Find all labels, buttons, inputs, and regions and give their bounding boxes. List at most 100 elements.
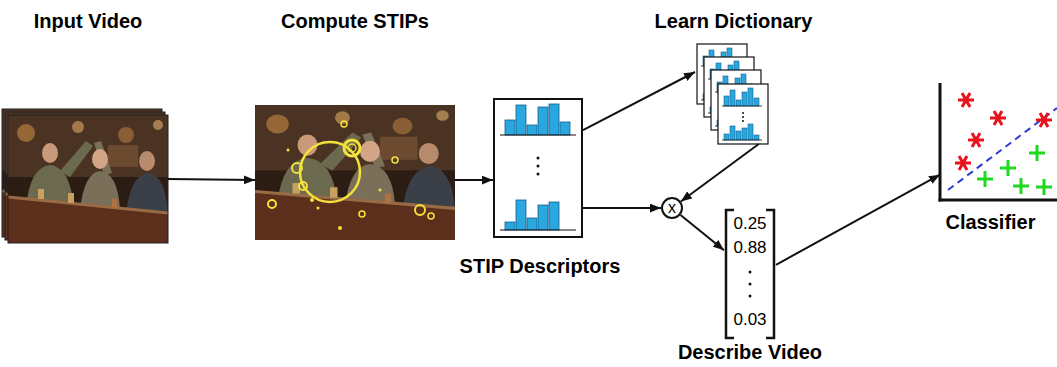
descriptor-histograms	[500, 104, 576, 230]
classifier-plot	[1036, 113, 1052, 127]
text-holder: x	[668, 199, 676, 217]
feature-vector: 0.250.880.03Describe Video	[724, 208, 776, 340]
connectors	[168, 72, 940, 265]
flow-arrow	[583, 207, 661, 209]
flow-arrow	[681, 215, 724, 250]
dictionary-cards	[697, 44, 768, 144]
stage-title: Classifier	[945, 211, 1035, 233]
stip-frame	[344, 140, 360, 156]
stage-title: STIP Descriptors	[460, 255, 621, 277]
stip-frame	[300, 142, 360, 202]
stip-frame	[379, 189, 382, 192]
stip-frame	[341, 121, 347, 127]
stip-frame	[287, 149, 290, 152]
vector-brackets	[726, 210, 774, 338]
stip-frame	[268, 121, 434, 219]
classifier-plot	[939, 83, 942, 202]
classifier-plot	[958, 93, 974, 107]
stip-frame	[428, 213, 434, 219]
stip-frame	[348, 144, 356, 152]
vector-brackets	[749, 295, 752, 298]
vector-brackets	[766, 210, 774, 338]
flow-arrow	[455, 179, 493, 181]
video-frames	[2, 109, 168, 243]
heading-holder: Input Video	[34, 10, 143, 33]
stip-frame	[359, 211, 365, 217]
stip-frame	[415, 205, 425, 215]
classifier-plot	[977, 171, 993, 187]
stip-frame	[299, 182, 307, 190]
descriptor-histograms	[527, 125, 537, 135]
descriptor-histograms	[505, 222, 515, 230]
dictionary-cards	[718, 84, 768, 144]
descriptor-histograms	[537, 173, 540, 176]
descriptor-histograms	[560, 122, 570, 135]
classifier-plot	[990, 111, 1006, 125]
text-holder: 0.88	[733, 236, 766, 260]
classifier-plot	[1029, 145, 1045, 161]
descriptor-histograms	[527, 218, 537, 230]
vector-brackets	[749, 283, 752, 286]
vector-value: 0.25	[733, 212, 766, 236]
flow-arrow	[776, 175, 940, 265]
classifier-plot	[939, 83, 1057, 202]
vector-brackets	[726, 210, 734, 338]
heading-holder: Compute STIPs	[281, 10, 429, 33]
multiply-circle: x	[661, 197, 683, 219]
stip-frame	[338, 226, 342, 230]
stage-title: Learn Dictionary	[655, 10, 813, 32]
heading-holder: Learn Dictionary	[655, 10, 813, 33]
classifier-plot	[1000, 160, 1016, 176]
descriptor-histograms	[549, 104, 559, 135]
descriptor-histograms	[516, 105, 526, 135]
stip-frame	[310, 198, 314, 202]
flow-arrow	[168, 179, 255, 180]
vector-value: 0.03	[733, 308, 766, 332]
stip-frame: Compute STIPs	[255, 105, 455, 240]
vector-value: 0.88	[733, 236, 766, 260]
descriptor-histograms	[537, 165, 540, 168]
stip-frame	[292, 163, 302, 173]
descriptor-histograms	[537, 157, 540, 160]
dictionary-stack: Learn Dictionary	[695, 42, 770, 144]
classifier-plot: Classifier	[940, 85, 1057, 200]
descriptor-histograms	[505, 120, 515, 135]
video-frames	[8, 115, 168, 243]
descriptor-histograms	[505, 104, 570, 230]
stage-title: Input Video	[34, 10, 143, 32]
classifier-plot	[955, 156, 971, 170]
flow-arrow	[681, 144, 759, 201]
text-holder: 0.25	[733, 212, 766, 236]
stage-title: Compute STIPs	[281, 10, 429, 32]
descriptor-histograms	[516, 200, 526, 230]
stage-title: Describe Video	[678, 341, 822, 363]
classifier-plot	[948, 108, 1057, 190]
descriptor-histograms	[549, 202, 559, 230]
heading-holder: STIP Descriptors	[460, 255, 621, 278]
classifier-plot	[968, 133, 984, 147]
descriptor-box: STIP Descriptors	[493, 98, 583, 238]
heading-holder: Classifier	[945, 211, 1035, 234]
stip-frame	[255, 105, 455, 240]
stip-frame	[392, 157, 398, 163]
video-frames	[8, 115, 168, 243]
classifier-plot	[939, 199, 1057, 202]
operator-symbol: x	[668, 199, 676, 217]
heading-holder: Describe Video	[678, 341, 822, 364]
stip-frame	[317, 207, 320, 210]
text-holder: 0.03	[733, 308, 766, 332]
classifier-plot	[1013, 178, 1029, 194]
stip-frame	[268, 200, 276, 208]
descriptor-histograms	[500, 135, 576, 136]
stip-frame	[255, 105, 455, 240]
descriptor-histograms	[500, 230, 576, 231]
classifier-plot	[1036, 179, 1052, 195]
video-frames: Input Video	[8, 115, 168, 243]
flow-arrow	[583, 72, 695, 130]
stip-frame	[287, 149, 382, 231]
descriptor-histograms	[538, 205, 548, 230]
vector-brackets	[749, 271, 752, 274]
